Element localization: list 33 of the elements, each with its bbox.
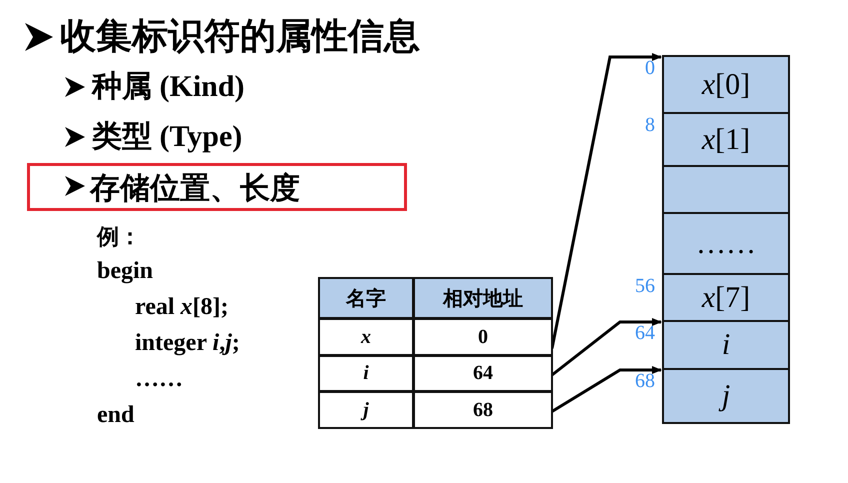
arrow xyxy=(551,318,662,376)
table-cell: 68 xyxy=(413,391,553,429)
highlight-box xyxy=(27,163,407,211)
arrow xyxy=(551,366,662,413)
memory-cell: x[1] xyxy=(662,112,790,167)
code-line: end xyxy=(97,402,134,429)
empty-memory-cell xyxy=(662,165,790,214)
offset-number: 8 xyxy=(644,114,655,137)
memory-cell: …… xyxy=(662,212,790,275)
table-header-cell: 名字 xyxy=(318,277,414,319)
bullet-text: 类型 (Type) xyxy=(92,119,242,155)
memory-cell: x[7] xyxy=(662,273,790,322)
offset-number: 68 xyxy=(634,370,655,393)
table-cell: 0 xyxy=(413,318,553,356)
offset-number: 56 xyxy=(634,275,655,298)
code-line: integer i,j; xyxy=(135,330,240,357)
bullet-text: 种属 (Kind) xyxy=(92,69,245,105)
example-label: 例： xyxy=(97,223,141,251)
code-line: begin xyxy=(97,258,154,285)
table-cell: i xyxy=(318,355,414,392)
offset-number: 64 xyxy=(634,322,655,345)
memory-cell: x[0] xyxy=(662,55,790,114)
bullet-text: 存储位置、长度 xyxy=(90,171,300,207)
table-header-cell: 相对地址 xyxy=(413,277,553,319)
table-cell: 64 xyxy=(413,355,553,392)
code-line: real x[8]; xyxy=(135,294,229,321)
memory-cell: i xyxy=(662,320,790,370)
table-cell: j xyxy=(318,391,414,429)
bullet-text: 收集标识符的属性信息 xyxy=(60,15,420,58)
memory-cell: j xyxy=(662,368,790,424)
table-cell: x xyxy=(318,318,414,356)
code-line: …… xyxy=(135,366,183,393)
offset-number: 0 xyxy=(644,57,655,80)
